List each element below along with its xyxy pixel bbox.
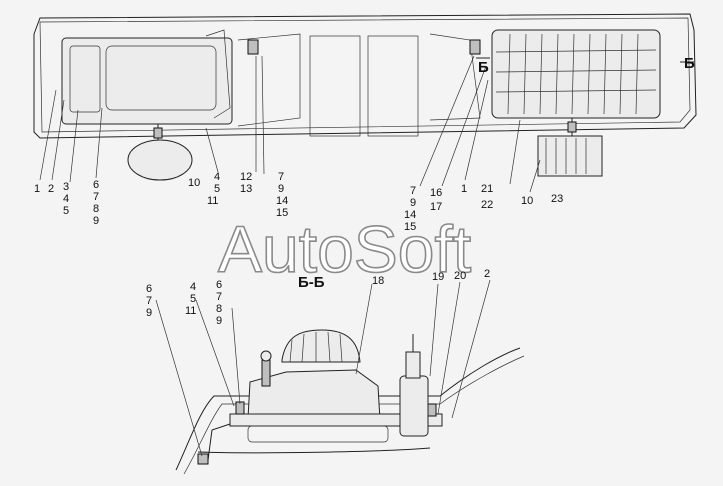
callout: 12 [240,171,252,183]
callout: 7 [278,171,284,183]
callout: 10 [521,195,533,207]
callout: 11 [207,195,218,207]
callout: 8 [93,203,99,215]
callout: 8 [216,303,222,315]
callout: 6 [93,179,99,191]
valve [261,359,271,387]
right-grille-bars [495,33,657,115]
callout: 9 [278,183,284,195]
callout: 4 [214,171,220,183]
callout: 18 [372,275,384,287]
section-title: Б-Б [298,274,325,291]
callout: 13 [240,183,252,195]
callout: 9 [410,197,416,209]
plan-leaders [39,55,541,193]
callout: 22 [481,199,493,211]
callout: 10 [188,177,200,189]
callout: 6 [146,283,152,295]
callout: 23 [551,193,563,205]
callout: 2 [48,183,54,195]
plan-callouts: 1 2 3 4 5 6 7 8 9 10 4 5 11 12 13 7 9 14… [34,171,563,233]
ceiling-panel-plan: Б Б [33,13,697,193]
callout: 14 [276,195,288,207]
callout: 11 [185,305,196,317]
callout: 1 [461,183,467,195]
callout: 19 [432,271,444,283]
callout: 1 [34,183,40,195]
bracket-right [469,39,481,55]
callout: 17 [430,201,442,213]
watermark: AutoSoft [218,212,471,286]
callout: 5 [63,205,69,217]
callout: 14 [404,209,416,221]
lamp-dome [281,329,361,363]
callout: 7 [146,295,152,307]
cylinder-top [405,351,421,379]
callout: 4 [190,281,196,293]
callout: 9 [216,315,222,327]
center-channel-left [309,35,361,137]
section-leaders [155,279,491,457]
bracket-left [247,39,259,55]
callout: 9 [146,307,152,319]
callout: 21 [481,183,493,195]
section-view [155,279,525,475]
callout: 6 [216,279,222,291]
callout: 4 [63,193,69,205]
callout: 2 [484,268,490,280]
section-mark-right: Б [684,55,695,72]
callout: 5 [190,293,196,305]
left-hanging-lamp [127,139,193,181]
left-lamp-housing [61,37,233,125]
callout: 15 [404,221,416,233]
callout: 3 [63,181,69,193]
callout: 7 [410,185,416,197]
cylinder-unit [399,375,429,437]
callout: 16 [430,187,442,199]
callout: 20 [454,270,466,282]
callout: 9 [93,215,99,227]
right-grille-housing [491,29,661,119]
callout: 7 [216,291,222,303]
center-channel-right [367,35,419,137]
right-hanging-box [537,135,603,177]
callout: 15 [276,207,288,219]
section-callouts: 6 7 9 4 5 11 6 7 8 9 18 19 20 2 [146,268,490,327]
section-mark-left: Б [478,59,489,76]
callout: 5 [214,183,220,195]
callout: 7 [93,191,99,203]
